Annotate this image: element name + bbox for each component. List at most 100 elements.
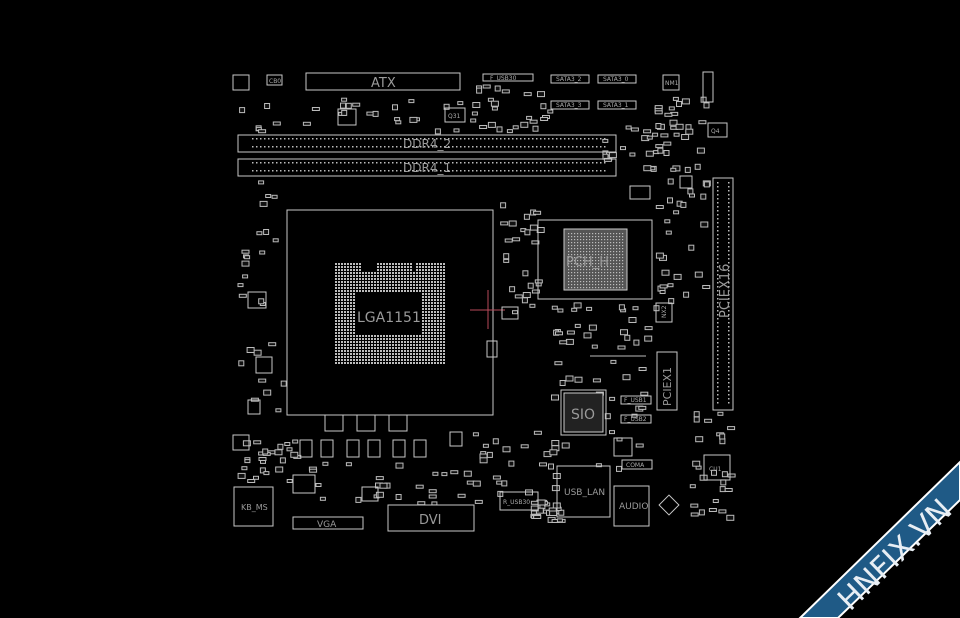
pin xyxy=(347,359,349,361)
component[interactable] xyxy=(501,306,519,320)
usb-lan-connector[interactable] xyxy=(556,465,611,518)
pin xyxy=(434,353,436,355)
ball xyxy=(574,287,576,289)
choke[interactable] xyxy=(388,414,408,432)
ball xyxy=(610,269,612,271)
pin xyxy=(422,359,424,361)
sata3-2-connector[interactable] xyxy=(550,74,590,84)
f-usb30-connector[interactable] xyxy=(482,73,534,82)
pin xyxy=(344,350,346,352)
pin xyxy=(353,353,355,355)
pin xyxy=(728,206,730,208)
pin xyxy=(425,311,427,313)
pin xyxy=(437,338,439,340)
q4-component[interactable] xyxy=(707,122,728,138)
smd-part xyxy=(694,163,701,170)
nx2-component[interactable] xyxy=(655,302,673,323)
pin xyxy=(300,138,302,140)
q31-component[interactable] xyxy=(444,107,466,123)
ball xyxy=(574,248,576,250)
mount-component[interactable] xyxy=(232,74,250,91)
pin xyxy=(392,275,394,277)
pin xyxy=(588,138,590,140)
atx-connector[interactable] xyxy=(305,72,461,91)
pin xyxy=(572,162,574,164)
pciex1-slot[interactable] xyxy=(656,351,678,411)
component[interactable] xyxy=(486,340,498,358)
smd-part xyxy=(655,123,662,129)
smd-part xyxy=(655,205,664,209)
pin xyxy=(395,266,397,268)
audio-connector[interactable] xyxy=(613,485,650,527)
smd-part xyxy=(719,486,726,493)
mount-component[interactable] xyxy=(232,434,250,451)
choke[interactable] xyxy=(356,414,376,432)
pin xyxy=(368,356,370,358)
pin xyxy=(320,170,322,172)
pin xyxy=(392,138,394,140)
ddr4-1-slot[interactable] xyxy=(237,158,617,177)
sata3-3-connector[interactable] xyxy=(550,100,590,110)
cu1-component[interactable] xyxy=(703,454,731,481)
nm-component[interactable] xyxy=(662,74,680,91)
choke[interactable] xyxy=(324,414,344,432)
ball xyxy=(577,251,579,253)
smd-part xyxy=(309,468,318,473)
pin xyxy=(404,287,406,289)
diamond-chip[interactable] xyxy=(658,494,680,516)
pin xyxy=(284,138,286,140)
pin xyxy=(338,338,340,340)
pch-outline[interactable] xyxy=(537,219,653,300)
pin xyxy=(389,281,391,283)
pin xyxy=(353,317,355,319)
pin xyxy=(410,272,412,274)
pciex16-slot[interactable] xyxy=(712,177,734,411)
sata3-0-connector[interactable] xyxy=(597,74,637,84)
f-usb2-header[interactable] xyxy=(620,414,652,424)
pin xyxy=(728,190,730,192)
smd-part xyxy=(508,220,517,227)
pin xyxy=(464,162,466,164)
pin xyxy=(362,284,364,286)
pin xyxy=(728,286,730,288)
sio-chip[interactable] xyxy=(563,392,604,433)
ball xyxy=(580,266,582,268)
ball xyxy=(616,248,618,250)
smd-part xyxy=(521,297,528,304)
smd-part xyxy=(532,125,539,132)
pin xyxy=(443,344,445,346)
pin xyxy=(389,356,391,358)
kb-ms-connector[interactable] xyxy=(233,486,274,527)
ball xyxy=(607,245,609,247)
ball xyxy=(589,269,591,271)
pin xyxy=(443,269,445,271)
ball xyxy=(595,248,597,250)
pin xyxy=(338,314,340,316)
pin xyxy=(728,326,730,328)
ball xyxy=(613,248,615,250)
pin xyxy=(377,344,379,346)
pin xyxy=(604,138,606,140)
sio-outline[interactable] xyxy=(560,389,607,436)
vga-connector[interactable] xyxy=(292,516,364,530)
sata3-1-connector[interactable] xyxy=(597,100,637,110)
dvi-connector[interactable] xyxy=(387,504,475,532)
ball xyxy=(610,245,612,247)
pin xyxy=(340,170,342,172)
pin xyxy=(428,347,430,349)
smd-part xyxy=(663,141,672,146)
header-component[interactable] xyxy=(702,71,714,103)
smd-part xyxy=(537,499,546,506)
pin xyxy=(428,308,430,310)
ball xyxy=(616,287,618,289)
pin xyxy=(398,335,400,337)
smd-part xyxy=(395,462,404,469)
pin xyxy=(592,146,594,148)
coma-header[interactable] xyxy=(621,459,653,470)
f-usb1-header[interactable] xyxy=(620,395,652,405)
cb0-component[interactable] xyxy=(266,74,283,86)
pin xyxy=(434,278,436,280)
r-usb30-connector[interactable] xyxy=(499,491,539,511)
ddr4-2-slot[interactable] xyxy=(237,134,617,153)
